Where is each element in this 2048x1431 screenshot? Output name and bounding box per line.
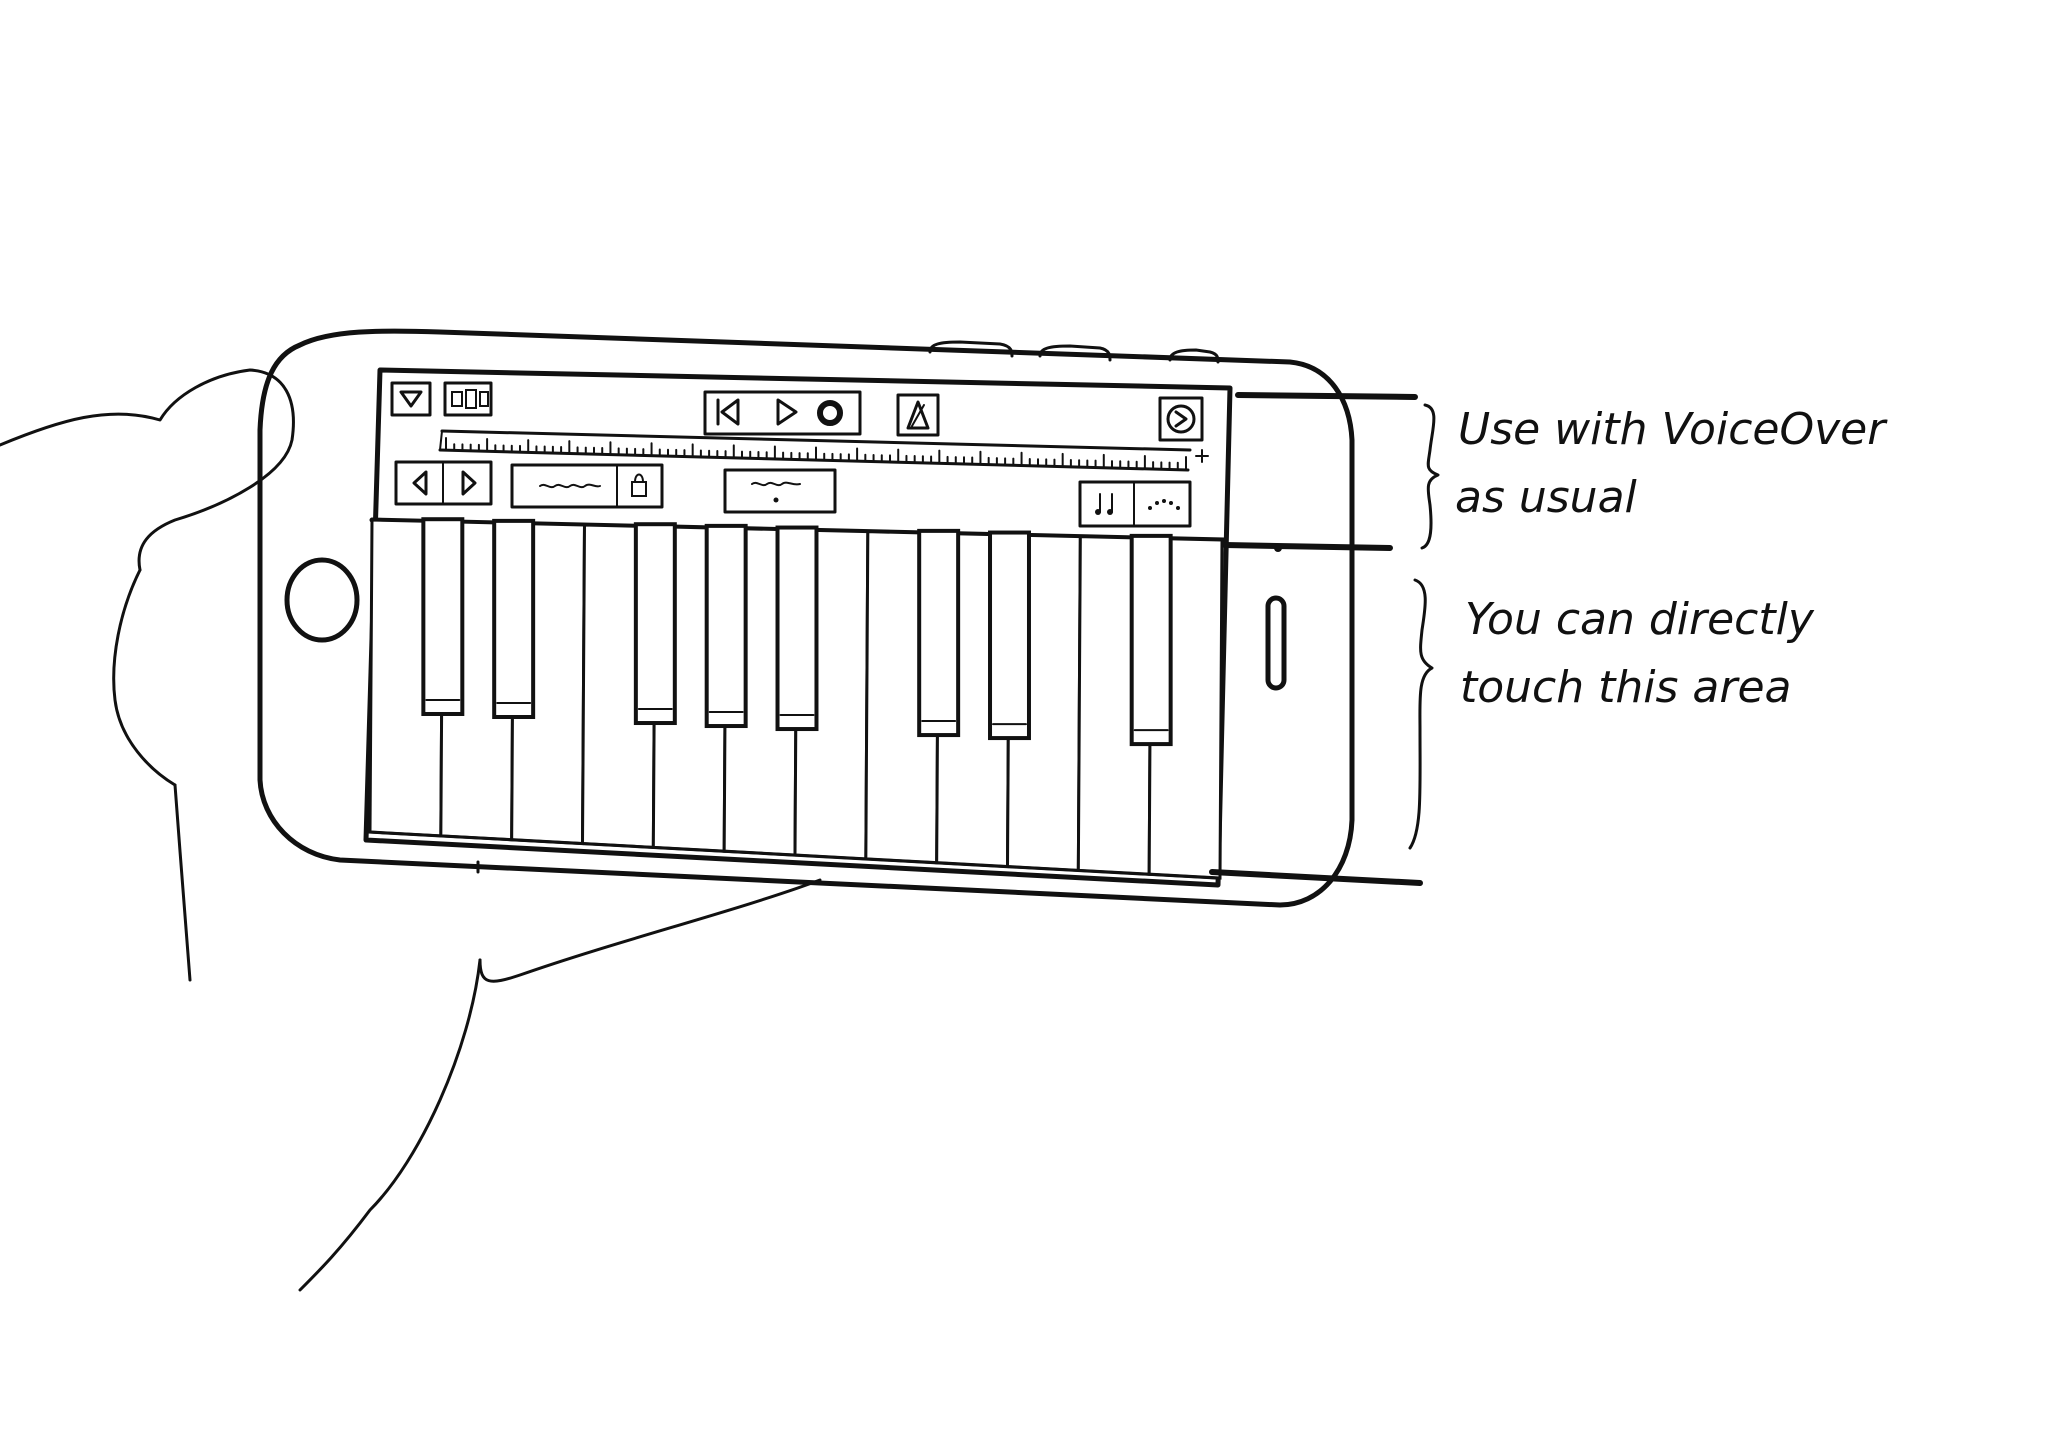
annotation-touch-line2: touch this area — [1460, 660, 1791, 716]
controls-row — [396, 462, 1190, 526]
home-button[interactable] — [287, 560, 357, 640]
black-key[interactable] — [494, 521, 533, 717]
sustain-control[interactable] — [512, 465, 662, 507]
scale-icon[interactable] — [1148, 499, 1180, 510]
octave-up-icon[interactable] — [463, 472, 475, 494]
piano-keyboard — [368, 519, 1222, 878]
lock-icon[interactable] — [632, 475, 646, 497]
transport-controls — [705, 392, 860, 434]
skip-back-icon[interactable] — [718, 400, 738, 424]
speaker-slot — [1268, 544, 1284, 688]
annotation-lines — [1212, 395, 1420, 883]
annotation-voiceover-line1: Use with VoiceOver — [1458, 402, 1885, 458]
settings-icon[interactable] — [1160, 398, 1202, 440]
black-key[interactable] — [707, 526, 746, 726]
octave-control — [396, 462, 491, 504]
black-key[interactable] — [423, 519, 462, 714]
upper-brace — [1422, 405, 1438, 548]
track-view-icon[interactable] — [445, 383, 491, 415]
black-key[interactable] — [990, 533, 1029, 739]
black-key[interactable] — [778, 528, 817, 730]
metronome-icon[interactable] — [898, 395, 938, 435]
lower-brace — [1410, 580, 1432, 848]
octave-down-icon[interactable] — [414, 472, 426, 494]
scale-control — [1080, 482, 1190, 526]
black-key[interactable] — [1132, 536, 1171, 744]
note-icon[interactable] — [1095, 494, 1113, 515]
play-icon[interactable] — [778, 400, 796, 424]
menu-dropdown-icon[interactable] — [392, 383, 430, 415]
annotation-touch-line1: You can directly — [1465, 592, 1814, 648]
black-key[interactable] — [919, 531, 958, 735]
annotation-voiceover-line2: as usual — [1455, 470, 1637, 526]
black-key[interactable] — [636, 524, 675, 723]
record-icon[interactable] — [820, 403, 840, 423]
arpeggiator-control[interactable] — [725, 470, 835, 512]
